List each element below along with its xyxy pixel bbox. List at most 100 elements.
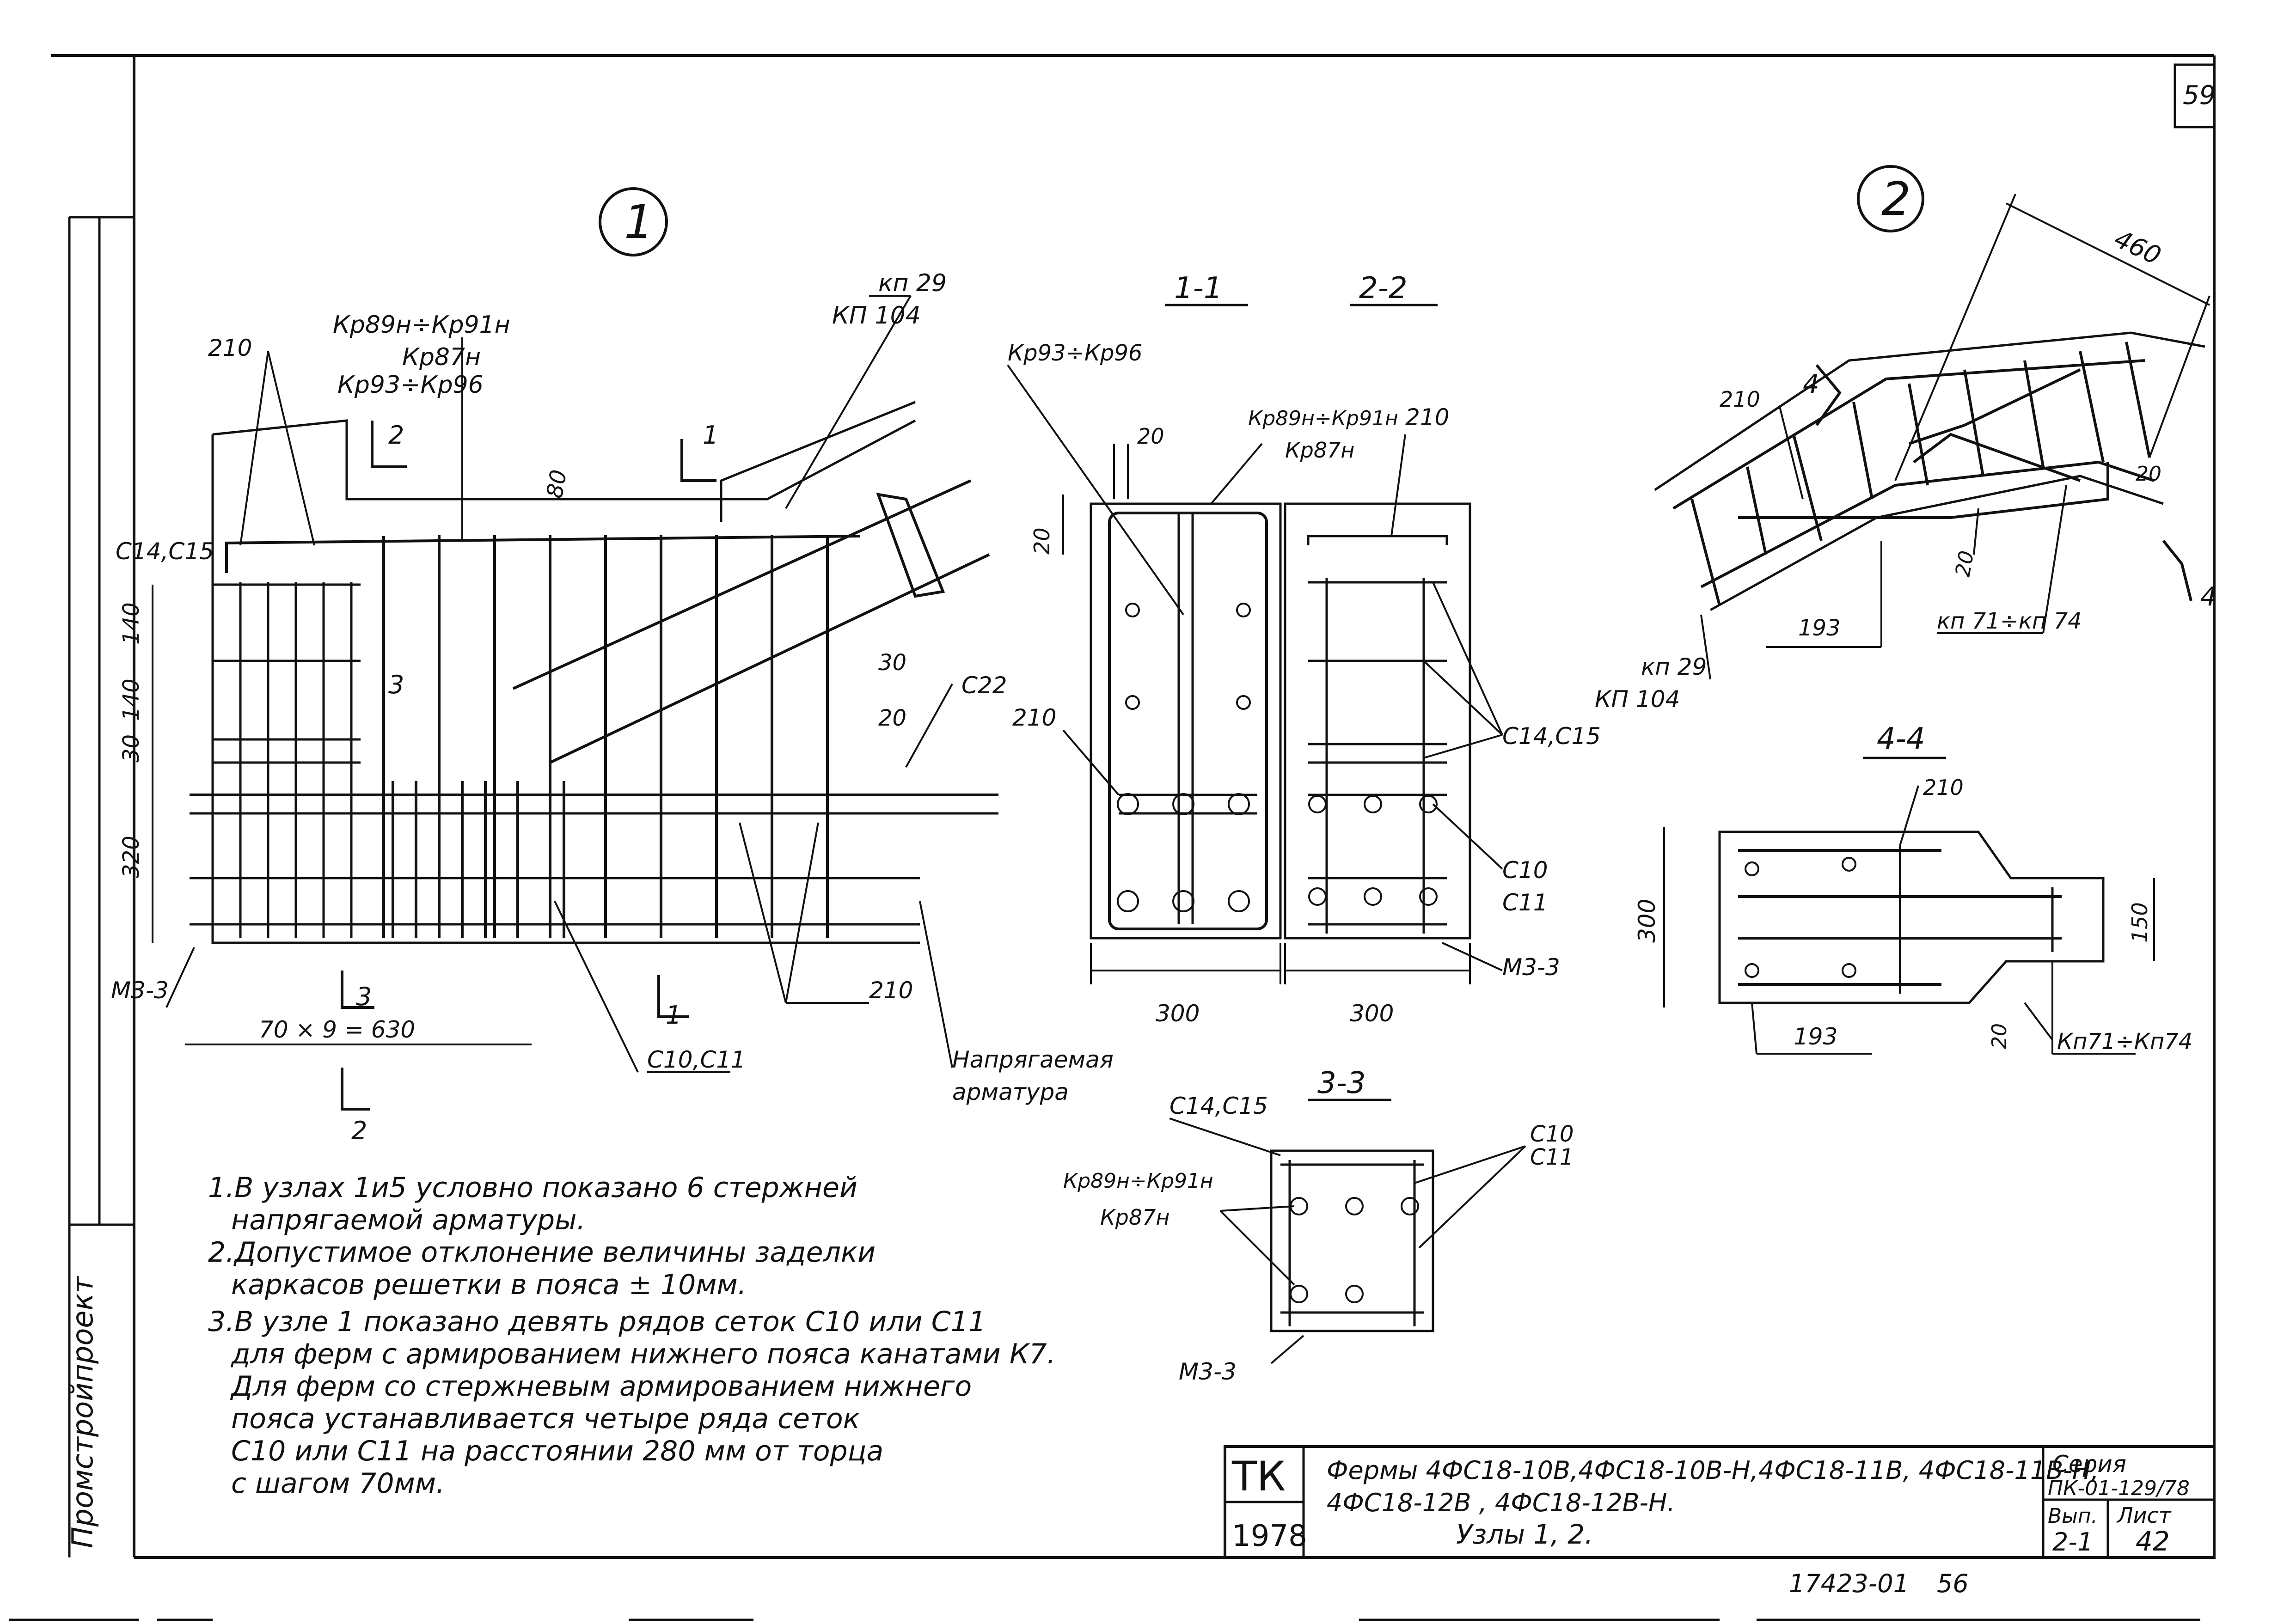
- section-4-4: [1663, 757, 2155, 1055]
- dim-20e: 20: [1951, 549, 1979, 579]
- series-value: ПК-01-129/78: [2048, 1477, 2190, 1500]
- cut-label-4-bottom: 4: [2200, 582, 2217, 612]
- title-year: 1978: [1232, 1519, 1307, 1553]
- section-2-2-title: 2-2: [1359, 271, 1408, 305]
- sheet-frame: [51, 54, 2216, 1559]
- label-m33-s33: М3-3: [1179, 1358, 1237, 1385]
- label-kr87-s33: Кр87н: [1100, 1205, 1169, 1230]
- title-line-2: 4ФС18-12В , 4ФС18-12В-Н.: [1327, 1488, 1675, 1517]
- dim-320: 320: [118, 836, 144, 878]
- label-m33-s22: М3-3: [1502, 954, 1560, 981]
- issue-label: Вып.: [2048, 1504, 2098, 1528]
- dim-20a: 20: [1137, 424, 1164, 449]
- label-c11-s22: С11: [1502, 889, 1548, 916]
- node-1-drawing: 1: [152, 187, 998, 1111]
- cut-label-4-top: 4: [1803, 369, 1819, 399]
- title-code: ТК: [1231, 1453, 1286, 1500]
- dim-193b: 193: [1794, 1023, 1837, 1050]
- section-4-4-title: 4-4: [1877, 722, 1925, 756]
- sheet-label: Лист: [2116, 1503, 2172, 1528]
- series-label: Серия: [2052, 1451, 2126, 1477]
- section-2-2: [1284, 304, 1503, 984]
- label-210-bottom: 210: [869, 977, 913, 1004]
- dim-460: 460: [2110, 224, 2166, 271]
- note-line-9: С10 или С11 на расстоянии 280 мм от торц…: [231, 1435, 883, 1467]
- dim-20b: 20: [1029, 527, 1054, 555]
- dim-140b: 140: [118, 678, 144, 721]
- label-c10-s22: С10: [1502, 857, 1548, 884]
- label-m33-left: М3-3: [111, 977, 169, 1004]
- label-210-s22: 210: [1405, 404, 1449, 431]
- label-c10-s33: С10: [1530, 1121, 1574, 1147]
- label-c22: С22: [961, 672, 1007, 699]
- note-line-2: напрягаемой арматуры.: [231, 1204, 586, 1236]
- dim-80: 80: [542, 468, 572, 500]
- label-prestressed-1: Напрягаемая: [952, 1046, 1114, 1073]
- note-line-4: каркасов решетки в пояса ± 10мм.: [231, 1269, 747, 1301]
- label-kr93-96: Кр93÷Кр96: [337, 371, 484, 399]
- node-1-number: 1: [624, 195, 654, 249]
- dim-300b: 300: [1350, 1000, 1394, 1027]
- cut-label-3-bottom: 3: [356, 982, 372, 1011]
- label-kp29: кп 29: [878, 269, 947, 297]
- note-line-8: пояса устанавливается четыре ряда сеток: [231, 1403, 860, 1435]
- dim-20f: 20: [1988, 1023, 2011, 1049]
- section-1-1: [1007, 304, 1282, 984]
- node-1-marker: [599, 187, 668, 256]
- label-kr89-91: Кр89н÷Кр91н: [333, 311, 510, 339]
- page-number: 59: [2183, 80, 2216, 110]
- label-kr87-s11: Кр87н: [1285, 438, 1354, 463]
- sheet-value: 42: [2136, 1526, 2170, 1557]
- label-kr93-96-s11: Кр93÷Кр96: [1008, 340, 1142, 366]
- section-3-3: [1169, 1099, 1526, 1364]
- label-c11-s33: С11: [1530, 1144, 1574, 1170]
- dim-150: 150: [2127, 902, 2152, 943]
- note-line-5: 3.В узле 1 показано девять рядов сеток С…: [208, 1306, 986, 1338]
- note-line-6: для ферм с армированием нижнего пояса ка…: [231, 1338, 1056, 1370]
- title-line-1: Фермы 4ФС18-10В,4ФС18-10В-Н,4ФС18-11В, 4…: [1327, 1456, 2099, 1485]
- page-number-bottom: 56: [1937, 1569, 1969, 1598]
- dim-20d: 20: [2136, 462, 2161, 486]
- inventory-number: 17423-01: [1789, 1569, 1909, 1598]
- cut-label-1-bottom: 1: [666, 1001, 681, 1030]
- side-stamp: Промстройпроект: [66, 1276, 99, 1548]
- note-line-7: Для ферм со стержневым армированием нижн…: [230, 1370, 972, 1403]
- label-c14-c15-s33: С14,С15: [1169, 1093, 1268, 1119]
- label-c10-c11: С10,С11: [647, 1046, 746, 1073]
- label-210-s44: 210: [1923, 775, 1964, 800]
- dim-300a: 300: [1156, 1000, 1200, 1027]
- label-c14-c15: С14,С15: [116, 538, 214, 565]
- label-kp104-n2: КП 104: [1595, 686, 1680, 713]
- dim-30: 30: [118, 734, 144, 763]
- label-210-n2: 210: [1720, 387, 1760, 412]
- cut-label-1-top: 1: [703, 421, 718, 450]
- section-3-3-title: 3-3: [1317, 1066, 1366, 1100]
- dim-300c: 300: [1634, 899, 1660, 943]
- note-line-10: с шагом 70мм.: [231, 1467, 445, 1500]
- title-block: [1224, 1445, 2216, 1559]
- dim-193a: 193: [1798, 615, 1841, 641]
- label-kr89-91-s33: Кр89н÷Кр91н: [1063, 1169, 1213, 1193]
- dim-140a: 140: [118, 602, 144, 645]
- node-2-number: 2: [1881, 172, 1911, 226]
- label-kp71-74: кп 71÷кп 74: [1937, 608, 2082, 634]
- general-notes: 1.В узлах 1и5 условно показано 6 стержне…: [208, 1172, 1056, 1500]
- label-kp29-n2: кп 29: [1641, 653, 1707, 680]
- dim-70x9: 70 × 9 = 630: [259, 1016, 415, 1043]
- cut-label-2-bottom: 2: [351, 1116, 367, 1145]
- label-c14-c15-s22: С14,С15: [1502, 723, 1601, 750]
- label-kp71-74b: Кп71÷Кп74: [2057, 1029, 2192, 1055]
- label-210-top: 210: [208, 335, 252, 361]
- cut-label-3-mid: 3: [388, 670, 404, 699]
- label-prestressed-2: арматура: [952, 1079, 1069, 1105]
- label-kr89-91-s11: Кр89н÷Кр91н: [1248, 407, 1398, 430]
- label-210-s11: 210: [1012, 704, 1056, 731]
- label-kr87: Кр87н: [402, 343, 481, 371]
- dim-30b: 30: [878, 650, 906, 676]
- dim-20c: 20: [878, 705, 906, 731]
- section-1-1-title: 1-1: [1174, 271, 1223, 305]
- title-line-3: Узлы 1, 2.: [1456, 1519, 1593, 1550]
- note-line-3: 2.Допустимое отклонение величины заделки: [208, 1236, 876, 1269]
- node-2-marker: [1857, 165, 1924, 232]
